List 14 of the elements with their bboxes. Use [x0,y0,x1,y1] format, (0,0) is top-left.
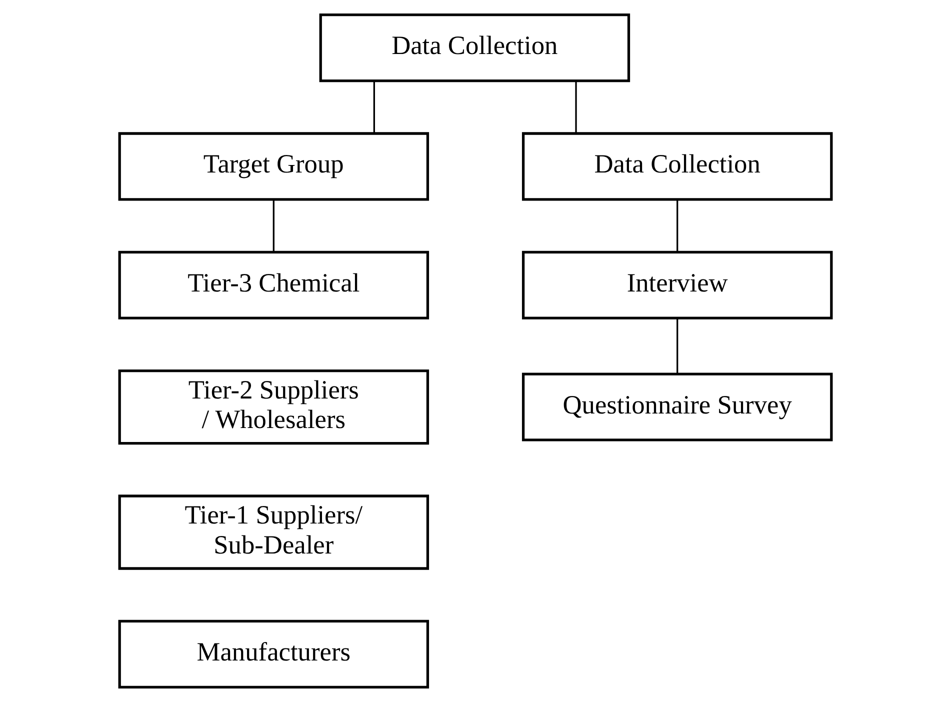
node-box: Questionnaire Survey [521,372,832,442]
node-box: Manufacturers [118,620,429,688]
node-box: Data Collection [318,14,630,82]
node-box: Tier-1 Suppliers/ Sub-Dealer [118,494,429,570]
connector [676,200,678,252]
node-box: Tier-3 Chemical [118,250,429,320]
node-box: Target Group [118,132,429,201]
connector [574,80,576,134]
node-box: Tier-2 Suppliers / Wholesalers [118,369,429,445]
connector [272,200,274,252]
node-box: Data Collection [521,132,832,201]
connector [676,318,678,374]
node-box: Interview [521,250,832,320]
connector [372,80,374,134]
